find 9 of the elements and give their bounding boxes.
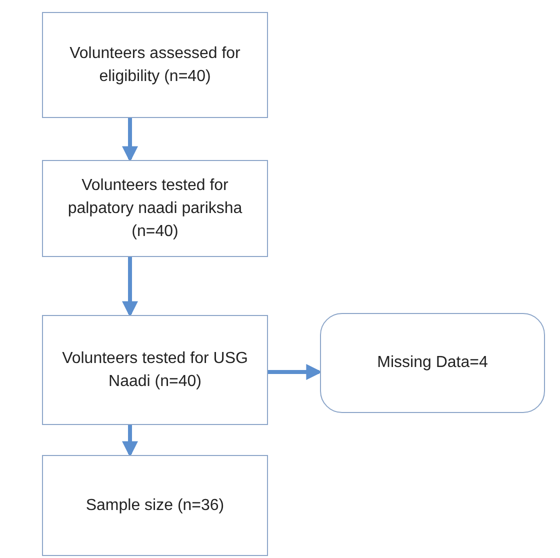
process-box: Volunteers tested for USG Naadi (n=40) [42,315,268,425]
arrow [122,425,138,458]
process-box: Volunteers tested for palpatory naadi pariksha (n=40) [42,160,268,257]
rounded-box: Missing Data=4 [320,313,545,413]
process-box: Sample size (n=36) [42,455,268,556]
arrow [122,257,138,318]
process-box: Volunteers assessed for eligibility (n=40) [42,12,268,118]
arrow [268,364,322,380]
arrow [122,118,138,162]
